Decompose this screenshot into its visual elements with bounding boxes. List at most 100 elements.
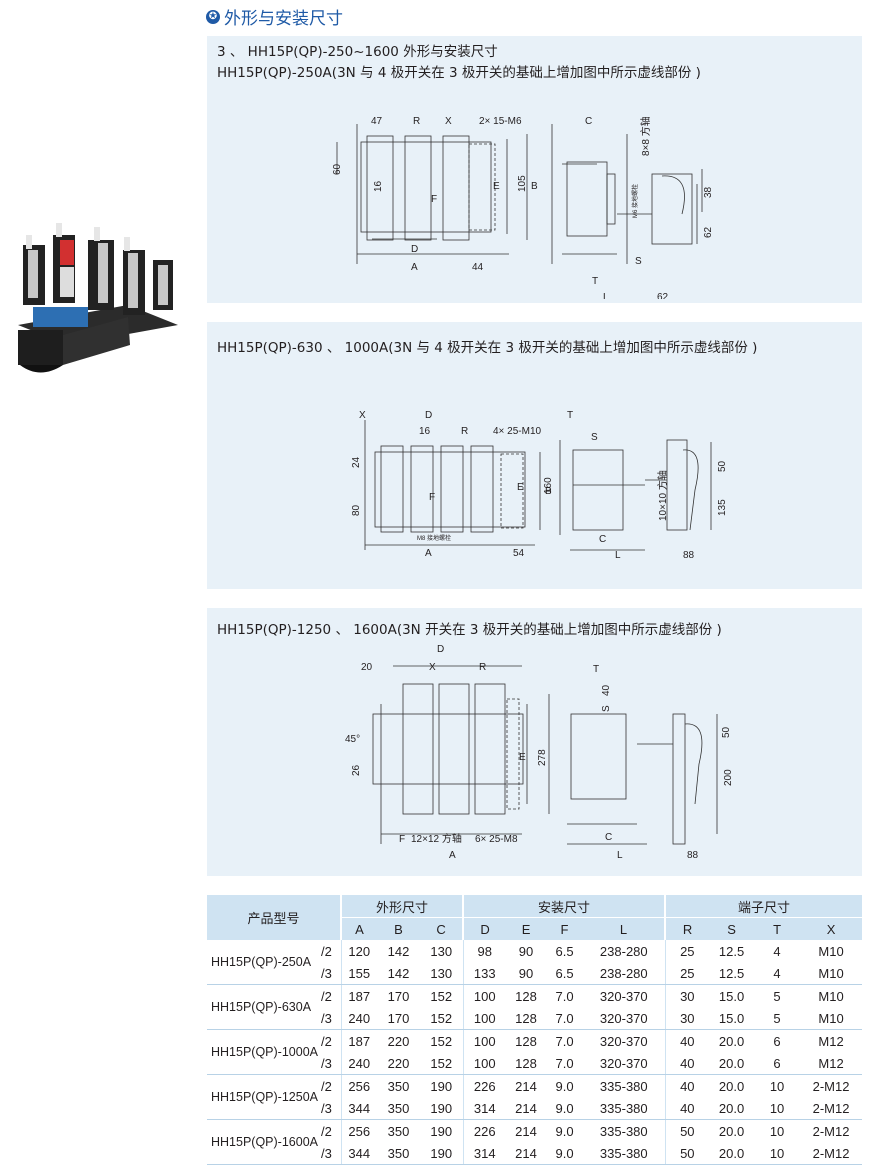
- value-cell-r: 30: [664, 1007, 710, 1030]
- model-cell: HH15P(QP)-630A: [207, 984, 319, 1030]
- value-cell-b: 350: [377, 1097, 421, 1120]
- dimension-drawing-250a: 47 R X 2× 15-M6 C 8×8 方轴 60 16 F E 105 B…: [332, 116, 714, 299]
- value-cell-r: 25: [664, 940, 710, 962]
- ground-bolt-label: M6 接地螺栓: [631, 184, 639, 218]
- value-cell-b: 170: [377, 984, 421, 1007]
- model-cell: HH15P(QP)-1000A: [207, 1029, 319, 1075]
- value-cell-r: 40: [664, 1029, 710, 1052]
- dim-f: F: [429, 492, 435, 503]
- value-cell-l: 320-370: [583, 1029, 666, 1052]
- value-cell-a: 155: [340, 962, 378, 985]
- dim-s: S: [591, 432, 598, 443]
- value-cell-l: 320-370: [583, 1052, 666, 1075]
- value-cell-a: 256: [340, 1074, 378, 1097]
- product-photo: [18, 223, 178, 373]
- dim-x: X: [429, 662, 436, 673]
- value-cell-r: 40: [664, 1052, 710, 1075]
- dim-54: 54: [513, 548, 525, 559]
- dim-a: A: [425, 548, 432, 559]
- dim-24: 24: [351, 456, 362, 468]
- dim-e: E: [493, 181, 500, 192]
- panel-subheading: HH15P(QP)-250A(3N 与 4 极开关在 3 极开关的基础上增加图中…: [217, 65, 701, 81]
- dim-x: X: [445, 116, 452, 127]
- value-cell-s: 20.0: [709, 1119, 755, 1142]
- dim-50: 50: [721, 726, 732, 738]
- value-cell-c: 152: [420, 984, 464, 1007]
- dimension-drawing-1250-1600a: D 20 X R T 40 S 45° 26 E 278 50 200 F 12…: [345, 644, 734, 861]
- value-cell-c: 152: [420, 1007, 464, 1030]
- dim-20: 20: [361, 662, 373, 673]
- value-cell-t: 5: [754, 1007, 801, 1030]
- value-cell-b: 220: [377, 1052, 421, 1075]
- dim-135: 135: [717, 499, 728, 516]
- dim-26: 26: [351, 764, 362, 776]
- section-title: ✪ 外形与安装尺寸: [206, 4, 343, 29]
- pole-cell: /3: [319, 1007, 342, 1030]
- dim-f: F: [431, 194, 437, 205]
- value-cell-t: 4: [754, 940, 801, 962]
- dim-s: S: [601, 705, 612, 712]
- dim-shaft: 10×10 方轴: [656, 470, 669, 521]
- value-cell-e: 214: [506, 1074, 547, 1097]
- value-cell-x: M12: [800, 1052, 863, 1075]
- value-cell-r: 30: [664, 984, 710, 1007]
- col-d: D: [462, 917, 507, 940]
- value-cell-t: 6: [754, 1029, 801, 1052]
- value-cell-r: 40: [664, 1097, 710, 1120]
- header-outline-size: 外形尺寸: [340, 895, 464, 918]
- value-cell-l: 335-380: [583, 1074, 666, 1097]
- value-cell-c: 152: [420, 1029, 464, 1052]
- dim-l: L: [615, 550, 621, 561]
- dim-d: D: [425, 410, 432, 421]
- pole-cell: /3: [319, 962, 342, 985]
- value-cell-x: M10: [800, 1007, 863, 1030]
- value-cell-b: 142: [377, 962, 421, 985]
- value-cell-c: 190: [420, 1074, 464, 1097]
- value-cell-c: 190: [420, 1142, 464, 1165]
- value-cell-d: 226: [462, 1074, 507, 1097]
- value-cell-e: 90: [506, 940, 547, 962]
- col-l: L: [583, 917, 666, 940]
- value-cell-e: 128: [506, 984, 547, 1007]
- header-terminal-size: 端子尺寸: [664, 895, 863, 918]
- col-c: C: [420, 917, 464, 940]
- col-b: B: [377, 917, 421, 940]
- dim-38: 38: [703, 186, 714, 198]
- value-cell-t: 5: [754, 984, 801, 1007]
- value-cell-a: 240: [340, 1007, 378, 1030]
- dim-holes: 4× 25-M10: [493, 426, 542, 437]
- dim-47: 47: [371, 116, 383, 127]
- col-t: T: [754, 917, 801, 940]
- value-cell-d: 226: [462, 1119, 507, 1142]
- value-cell-c: 190: [420, 1097, 464, 1120]
- value-cell-b: 170: [377, 1007, 421, 1030]
- value-cell-f: 6.5: [546, 962, 584, 985]
- col-a: A: [340, 917, 378, 940]
- dim-62-vertical: 62: [703, 226, 714, 238]
- section-title-text: 外形与安装尺寸: [224, 9, 343, 29]
- value-cell-l: 335-380: [583, 1142, 666, 1165]
- dim-16: 16: [373, 180, 384, 192]
- value-cell-e: 214: [506, 1142, 547, 1165]
- dim-c: C: [605, 832, 612, 843]
- value-cell-x: 2-M12: [800, 1074, 863, 1097]
- value-cell-a: 256: [340, 1119, 378, 1142]
- panel-heading: 3 、 HH15P(QP)-250~1600 外形与安装尺寸: [217, 44, 498, 60]
- dim-shaft: 12×12 方轴: [411, 832, 462, 845]
- value-cell-a: 344: [340, 1097, 378, 1120]
- value-cell-s: 12.5: [709, 962, 755, 985]
- value-cell-e: 128: [506, 1007, 547, 1030]
- value-cell-b: 350: [377, 1119, 421, 1142]
- value-cell-r: 50: [664, 1142, 710, 1165]
- value-cell-e: 128: [506, 1029, 547, 1052]
- value-cell-r: 25: [664, 962, 710, 985]
- dim-d: D: [437, 644, 444, 655]
- model-cell: HH15P(QP)-1600A: [207, 1119, 319, 1165]
- value-cell-x: 2-M12: [800, 1119, 863, 1142]
- dim-d: D: [411, 244, 418, 255]
- value-cell-s: 20.0: [709, 1029, 755, 1052]
- dim-105: 105: [517, 175, 528, 192]
